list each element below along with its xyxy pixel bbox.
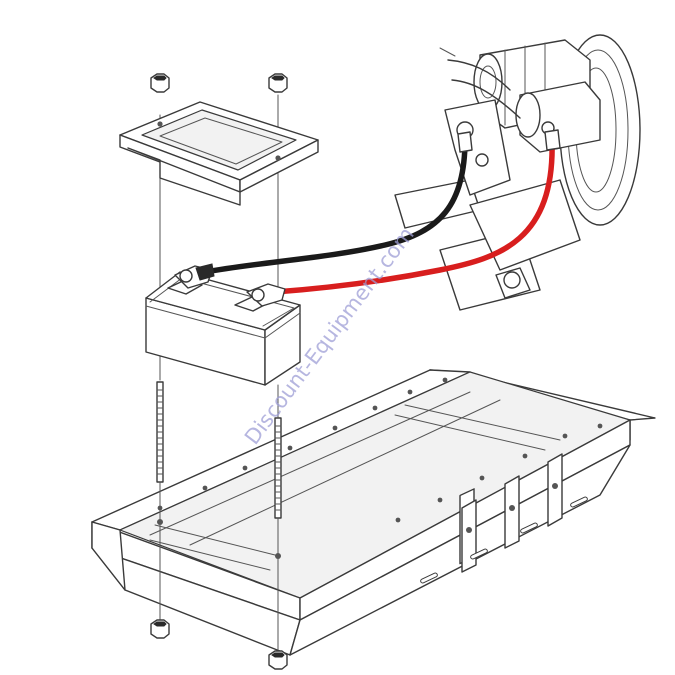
hex-nut-top-left bbox=[150, 73, 170, 93]
positive-cable bbox=[246, 129, 561, 307]
hex-nut-bottom-right bbox=[268, 650, 288, 670]
hex-nut-top-right bbox=[268, 73, 288, 93]
battery bbox=[145, 271, 301, 386]
battery-tray bbox=[91, 369, 656, 656]
hex-nut-bottom-left bbox=[150, 619, 170, 639]
starter-motor bbox=[394, 34, 641, 311]
hold-down-frame bbox=[119, 101, 319, 206]
negative-cable bbox=[174, 131, 473, 289]
